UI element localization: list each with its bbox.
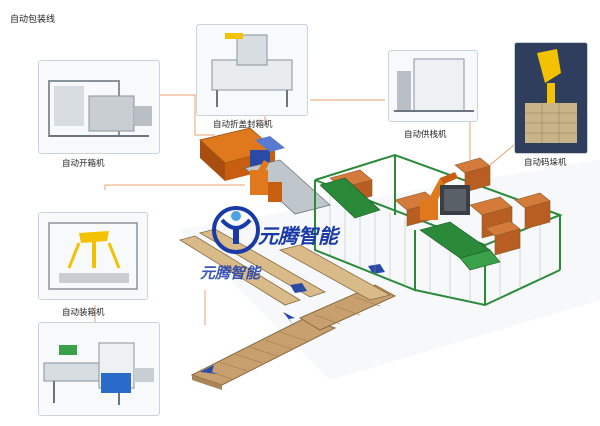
brand-name: 元腾智能: [258, 224, 338, 248]
palletizer-label: 自动码垛机: [524, 158, 567, 168]
case-erector-label: 自动开箱机: [62, 159, 105, 169]
case-sealer-label: 自动折盖封箱机: [213, 120, 273, 130]
case-erector-photo: [38, 60, 160, 154]
pallet-dispenser-label: 自动供栈机: [404, 130, 447, 140]
green-conveyors: [319, 177, 501, 271]
pallet-dispenser-photo: [388, 50, 478, 122]
pallet-magazine: [440, 185, 470, 215]
case-sealer-photo: [196, 24, 308, 116]
page-title: 自动包装线: [10, 15, 56, 25]
brand-name-small: 元腾智能: [200, 264, 261, 282]
packer-conveyor: [179, 228, 392, 306]
palletizing-robots: [250, 160, 458, 220]
case-packer-photo: [38, 212, 148, 300]
flow-wrapper-photo: [38, 322, 160, 416]
box-stacks: [329, 157, 551, 256]
palletizer-photo: [514, 42, 588, 154]
case-packer-label: 自动装箱机: [62, 308, 105, 318]
